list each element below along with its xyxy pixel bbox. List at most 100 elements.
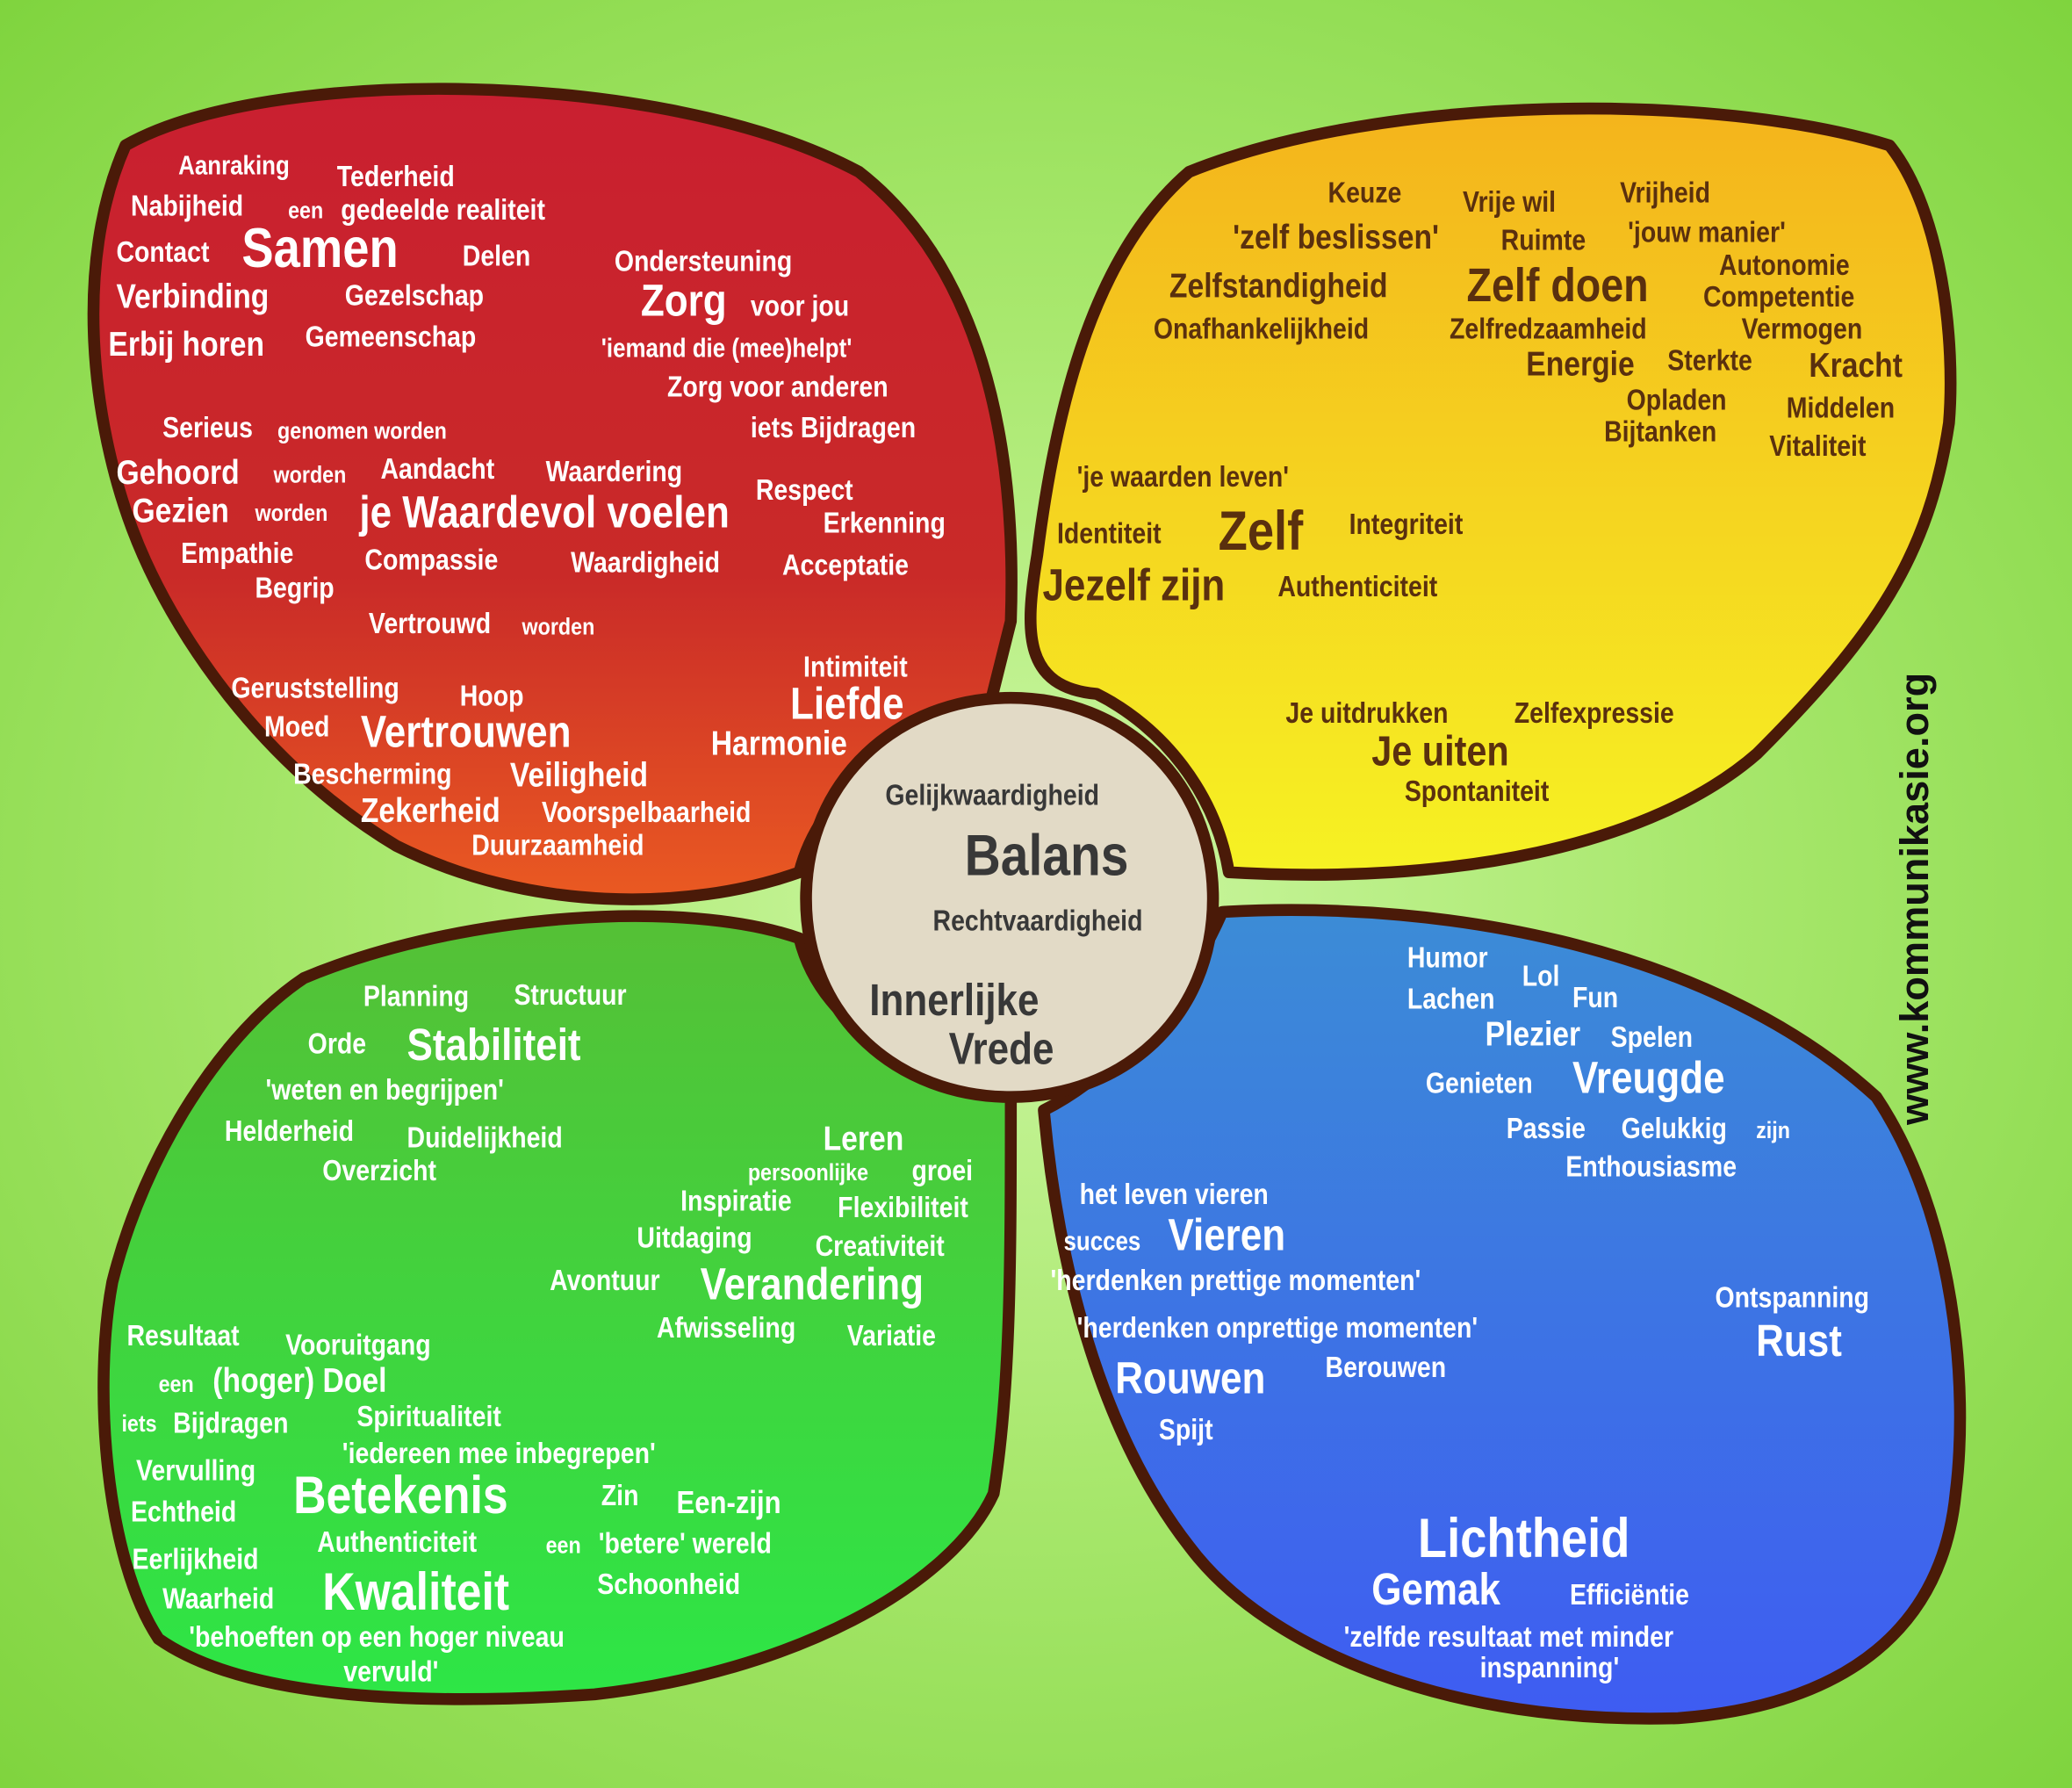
red-petal-word: iets Bijdragen [750, 410, 917, 444]
blue-petal-word: succes [1063, 1228, 1141, 1258]
blue-petal-word: Lachen [1407, 982, 1495, 1015]
green-petal-word: een [158, 1370, 194, 1397]
yellow-petal-word: Middelen [1786, 391, 1896, 424]
yellow-petal-word: Keuze [1327, 176, 1402, 209]
green-petal-word: Een-zijn [676, 1485, 781, 1521]
blue-petal [1038, 904, 1967, 1725]
green-petal-word: vervuld' [343, 1655, 439, 1688]
green-petal-word: Avontuur [550, 1263, 660, 1297]
center-petal-word: Innerlijke [869, 976, 1040, 1027]
blue-petal-word: Spijt [1158, 1412, 1213, 1446]
blue-petal-word: Rouwen [1115, 1353, 1266, 1404]
yellow-petal-word: Jezelf zijn [1042, 560, 1226, 611]
blue-petal-word: 'zelfde resultaat met minder [1343, 1619, 1674, 1654]
blue-petal-word: 'herdenken onprettige momenten' [1076, 1310, 1478, 1345]
green-petal [97, 910, 1018, 1705]
green-petal-word: Structuur [514, 977, 627, 1012]
red-petal-word: Waardering [545, 454, 683, 488]
blue-petal-word: Spelen [1610, 1020, 1693, 1054]
red-petal-word: gedeelde realiteit [341, 192, 545, 227]
red-petal-word: Verbinding [116, 276, 270, 316]
blue-petal-word: inspanning' [1479, 1650, 1620, 1684]
blue-petal-word: Fun [1572, 980, 1619, 1014]
red-petal-word: voor jou [750, 289, 850, 323]
center-circle [800, 691, 1219, 1103]
blue-petal-word: Humor [1407, 941, 1488, 975]
red-petal-word: Gezien [132, 489, 229, 530]
yellow-petal-word: Competentie [1702, 279, 1855, 314]
blue-petal-word: Genieten [1425, 1066, 1533, 1099]
red-petal-word: Erbij horen [108, 323, 265, 364]
yellow-petal [1025, 102, 1957, 881]
red-petal-word: Duurzaamheid [471, 828, 644, 862]
red-petal-word: Liefde [789, 680, 904, 731]
red-petal-word: Gehoord [116, 451, 240, 492]
green-petal-word: Uitdaging [637, 1221, 752, 1255]
red-petal-word: Gezelschap [344, 278, 485, 313]
blue-petal-word: Lol [1522, 959, 1560, 993]
blue-petal-word: Vieren [1168, 1211, 1286, 1262]
red-petal-word: Vertrouwen [360, 707, 572, 758]
yellow-petal-word: Autonomie [1719, 248, 1850, 282]
yellow-petal-word: Zelf [1218, 499, 1304, 562]
red-petal-word: 'iemand die (mee)helpt' [601, 334, 853, 364]
green-petal-word: iets [121, 1409, 157, 1438]
green-petal-word: Waarheid [162, 1582, 275, 1615]
center-petal-word: Vrede [948, 1024, 1054, 1076]
red-petal-word: een [288, 197, 324, 224]
red-petal-word: worden [273, 461, 347, 488]
red-petal-word: Erkenning [823, 506, 946, 539]
red-petal-word: Bescherming [293, 757, 452, 790]
website-watermark: www.kommunikasie.org [1893, 672, 1938, 1125]
yellow-petal-word: Vitaliteit [1769, 429, 1867, 463]
green-petal-word: Flexibiliteit [838, 1190, 968, 1224]
red-petal-word: Tederheid [336, 159, 455, 193]
red-petal-word: Begrip [255, 570, 335, 604]
green-petal-word: Bijdragen [173, 1406, 289, 1439]
green-petal-word: 'behoeften op een hoger niveau [189, 1619, 565, 1654]
blue-petal-word: Efficiëntie [1569, 1577, 1690, 1611]
red-petal-word: Samen [241, 216, 399, 279]
yellow-petal-word: Onafhankelijkheid [1153, 312, 1370, 345]
red-petal-word: Zekerheid [360, 789, 500, 830]
yellow-petal-word: Sterkte [1667, 343, 1752, 377]
green-petal-word: Authenticiteit [317, 1525, 478, 1559]
red-petal-word: genomen worden [277, 417, 447, 444]
yellow-petal-word: Authenticiteit [1277, 569, 1438, 603]
green-petal-word: Schoonheid [597, 1567, 741, 1601]
yellow-petal-word: Ruimte [1500, 223, 1586, 256]
green-petal-word: 'weten en begrijpen' [265, 1072, 504, 1107]
center-petal-word: Rechtvaardigheid [932, 904, 1143, 937]
yellow-petal-word: Kracht [1809, 344, 1903, 385]
blue-petal-word: Lichtheid [1417, 1506, 1630, 1569]
blue-petal-word: Gemak [1371, 1565, 1500, 1616]
green-petal-word: Orde [307, 1027, 367, 1060]
green-petal-word: Stabiliteit [406, 1020, 581, 1071]
yellow-petal-word: 'je waarden leven' [1076, 459, 1290, 494]
yellow-petal-word: Vrijheid [1620, 176, 1711, 209]
red-petal-word: Contact [116, 234, 210, 269]
green-petal-word: Verandering [700, 1259, 924, 1310]
red-petal-word: Delen [462, 239, 531, 272]
yellow-petal-word: Integriteit [1349, 507, 1464, 541]
green-petal-word: Creativiteit [815, 1229, 945, 1263]
green-petal-word: Inspiratie [680, 1184, 792, 1217]
green-petal-word: een [545, 1532, 581, 1559]
green-petal-word: 'iedereen mee inbegrepen' [342, 1436, 656, 1470]
red-petal-word: Veiligheid [509, 753, 649, 795]
red-petal-word: Zorg voor anderen [667, 370, 889, 403]
yellow-petal-word: Vrije wil [1463, 184, 1557, 219]
red-petal-word: Geruststelling [231, 671, 399, 705]
green-petal-word: groei [911, 1153, 974, 1187]
green-petal-word: (hoger) Doel [212, 1359, 387, 1400]
blue-petal-word: Gelukkig [1621, 1111, 1727, 1145]
green-petal-word: Zin [601, 1478, 639, 1512]
green-petal-word: Vervulling [136, 1453, 256, 1487]
green-petal-word: persoonlijke [747, 1159, 869, 1186]
red-petal-word: Aanraking [178, 152, 290, 182]
yellow-petal-word: Opladen [1626, 383, 1727, 416]
yellow-petal-word: Identiteit [1057, 516, 1162, 550]
yellow-petal-word: Vermogen [1741, 312, 1863, 345]
yellow-petal-word: 'zelf beslissen' [1233, 216, 1440, 256]
